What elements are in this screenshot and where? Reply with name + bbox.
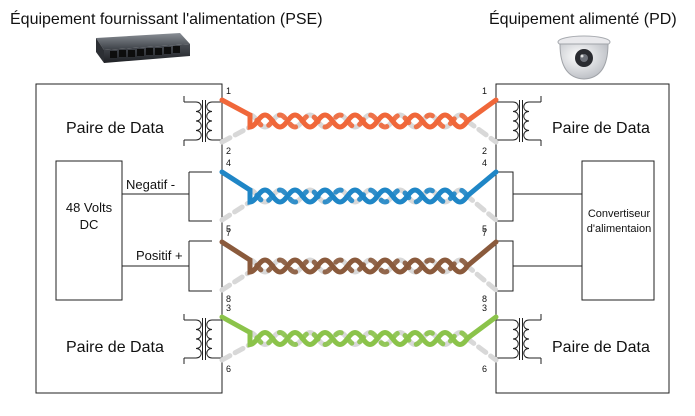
pd-data-pair-bottom-label: Paire de Data bbox=[552, 339, 650, 356]
pin-number-pin-a-right: 1 bbox=[482, 86, 487, 96]
cable-strand bbox=[219, 97, 499, 130]
cable-strand bbox=[219, 239, 499, 275]
pse-box bbox=[35, 83, 223, 394]
twisted-pair-4 bbox=[219, 314, 499, 363]
converter-label-line2: d'alimentaion bbox=[587, 223, 651, 235]
power-source-label-line1: 48 Volts bbox=[66, 200, 113, 215]
positive-label: Positif + bbox=[136, 248, 183, 263]
pse-title: Équipement fournissant l'alimentation (P… bbox=[10, 9, 323, 28]
converter-box bbox=[581, 160, 655, 301]
power-source-box bbox=[55, 160, 123, 301]
transformers bbox=[183, 96, 542, 364]
pin-number-pin-a-left: 7 bbox=[226, 228, 231, 238]
pin-number-pin-a-left: 1 bbox=[226, 86, 231, 96]
converter-label-line1: Convertiseur bbox=[588, 208, 651, 220]
cable-strand-stripe bbox=[247, 257, 471, 275]
pin-number-pin-b-right: 6 bbox=[482, 364, 487, 374]
pin-number-pin-a-right: 4 bbox=[482, 158, 487, 168]
twisted-pair-1 bbox=[219, 97, 499, 145]
pin-number-pin-b-left: 6 bbox=[226, 364, 231, 374]
twisted-pair-2 bbox=[219, 169, 499, 223]
pd-title: Équipement alimenté (PD) bbox=[489, 9, 677, 28]
negative-label: Negatif - bbox=[126, 177, 175, 192]
pin-number-pin-b-left: 5 bbox=[226, 224, 231, 234]
twisted-pair-3 bbox=[219, 239, 499, 293]
network-switch-icon bbox=[96, 33, 190, 63]
pse-data-pair-top-label: Paire de Data bbox=[66, 120, 164, 137]
pin-number-pin-a-right: 3 bbox=[482, 303, 487, 313]
pin-number-pin-a-left: 3 bbox=[226, 303, 231, 313]
pin-number-pin-a-left: 4 bbox=[226, 158, 231, 168]
cable-strand-stripe bbox=[247, 187, 471, 205]
power-source-label-line2: DC bbox=[80, 217, 99, 232]
pin-number-pin-a-right: 7 bbox=[482, 228, 487, 238]
cable-strand bbox=[219, 169, 499, 205]
cable-strand-stripe bbox=[247, 329, 471, 348]
pd-box bbox=[495, 83, 670, 394]
wiring bbox=[122, 171, 582, 292]
pin-number-pin-b-right: 8 bbox=[482, 294, 487, 304]
twisted-pair-cables bbox=[219, 97, 499, 363]
cable-strand-stripe bbox=[247, 112, 471, 130]
pin-number-pin-b-right: 5 bbox=[482, 224, 487, 234]
pin-number-pin-b-right: 2 bbox=[482, 146, 487, 156]
pin-number-pin-b-left: 2 bbox=[226, 146, 231, 156]
dome-camera-icon bbox=[557, 35, 611, 80]
pin-number-pin-b-left: 8 bbox=[226, 294, 231, 304]
pse-data-pair-bottom-label: Paire de Data bbox=[66, 339, 164, 356]
pd-data-pair-top-label: Paire de Data bbox=[552, 120, 650, 137]
cable-strand bbox=[219, 314, 499, 348]
